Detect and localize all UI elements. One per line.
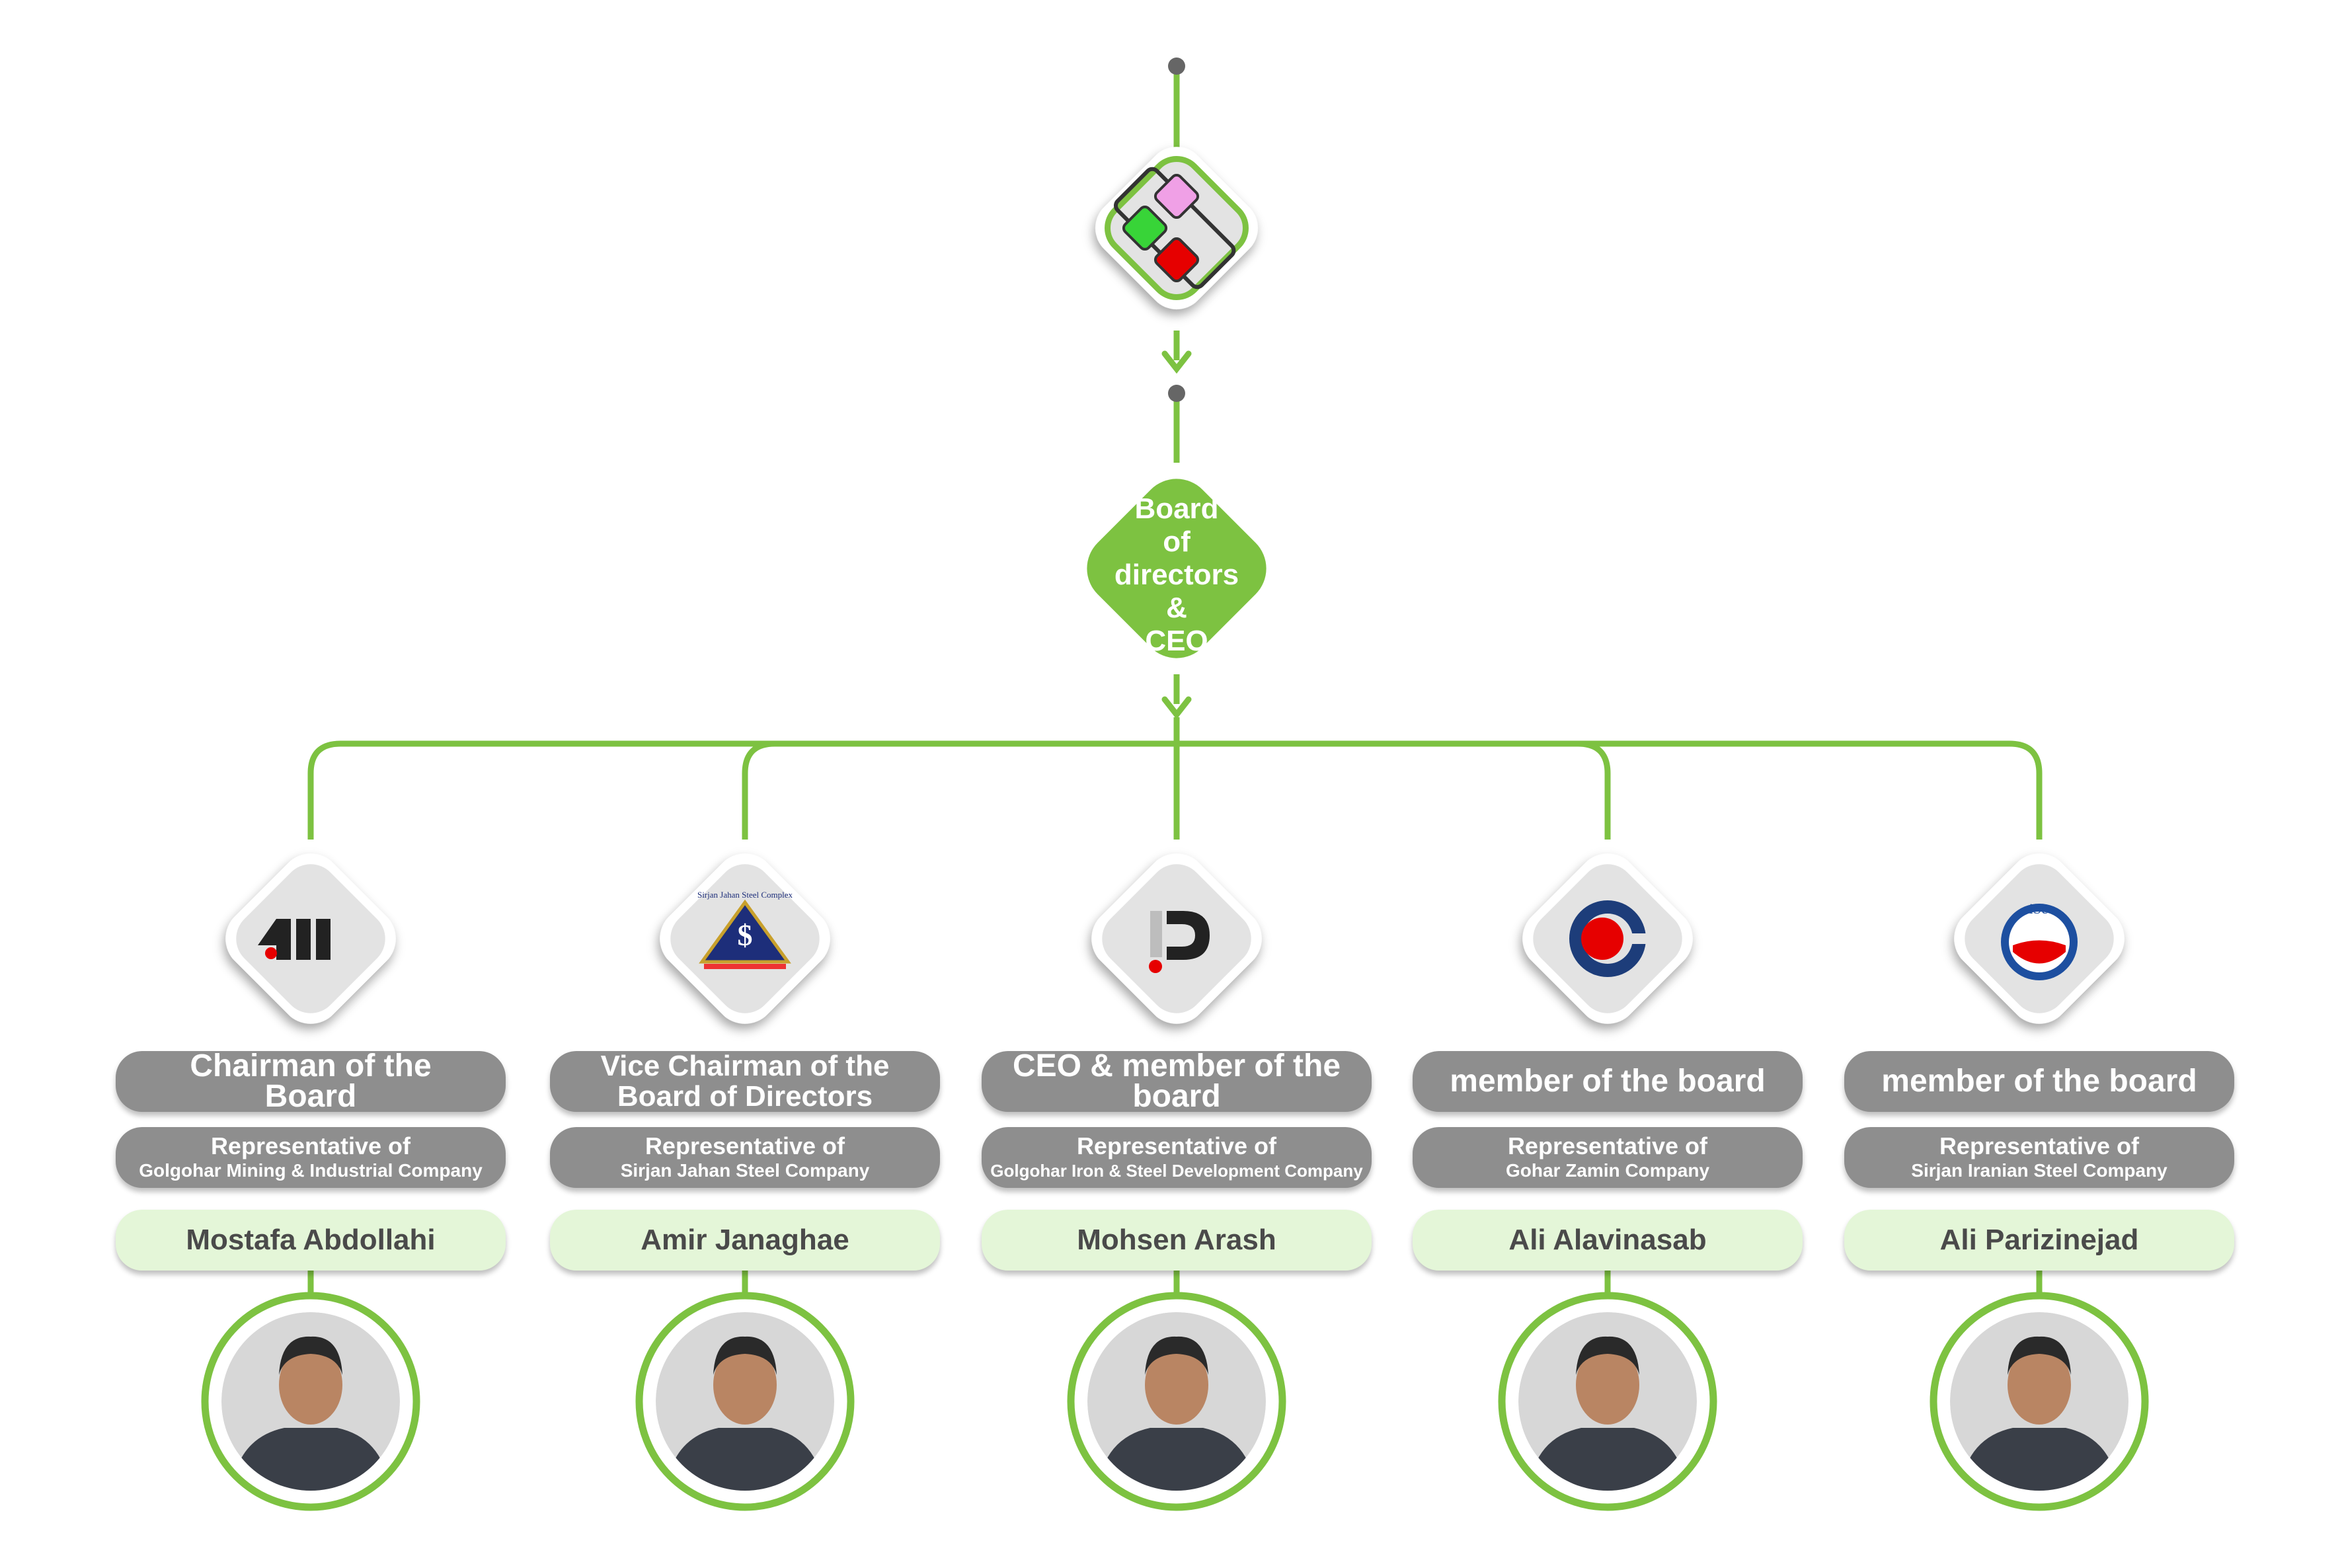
member-name: Amir Janaghae bbox=[550, 1210, 940, 1271]
person-photo bbox=[1498, 1292, 1717, 1511]
rep-company: Sirjan Jahan Steel Company bbox=[620, 1160, 870, 1181]
board-title-line: directors bbox=[1114, 559, 1239, 591]
member-logo-diamond bbox=[225, 853, 396, 1024]
sirjan-jahan-steel-logo-icon: $ Sirjan Jahan Steel Complex bbox=[697, 890, 793, 969]
rep-prefix: Representative of bbox=[644, 1132, 845, 1159]
rep-prefix: Representative of bbox=[1076, 1132, 1277, 1159]
member-graphics: $ Sirjan Jahan Steel Complex siSco bbox=[201, 853, 2149, 1511]
member-logo-diamond: $ Sirjan Jahan Steel Complex bbox=[660, 853, 830, 1024]
arrow-down-icon bbox=[1161, 696, 1192, 720]
member-logo-diamond: siSco bbox=[1954, 853, 2125, 1024]
connector-dot-top bbox=[1168, 58, 1185, 75]
member-role: CEO & member of the board bbox=[982, 1050, 1372, 1113]
member-name: Ali Alavinasab bbox=[1413, 1210, 1803, 1271]
company-logo-three-squares-icon bbox=[1113, 167, 1236, 290]
sisco-logo-icon: siSco bbox=[2001, 900, 2078, 980]
rep-company: Gohar Zamin Company bbox=[1505, 1160, 1710, 1181]
person-photo bbox=[635, 1292, 855, 1511]
svg-text:Sirjan Jahan Steel Complex: Sirjan Jahan Steel Complex bbox=[697, 890, 793, 900]
member-role: Vice Chairman of the Board of Directors bbox=[550, 1051, 940, 1112]
person-icon bbox=[1518, 1312, 1697, 1491]
rep-prefix: Representative of bbox=[210, 1132, 411, 1159]
golgohar-iron-steel-logo-icon bbox=[1149, 911, 1210, 973]
board-title-line: & bbox=[1166, 592, 1187, 624]
person-photo bbox=[1930, 1292, 2149, 1511]
svg-text:siSco: siSco bbox=[2023, 900, 2055, 917]
board-title-line: CEO bbox=[1145, 625, 1208, 657]
member-name: Mohsen Arash bbox=[982, 1210, 1372, 1271]
person-icon bbox=[1950, 1312, 2128, 1491]
branch-connectors bbox=[307, 717, 2043, 840]
rep-prefix: Representative of bbox=[1507, 1132, 1708, 1159]
board-title-line: Board bbox=[1134, 492, 1219, 525]
person-icon bbox=[1087, 1312, 1266, 1491]
person-icon bbox=[656, 1312, 834, 1491]
person-icon bbox=[221, 1312, 400, 1491]
golgohar-mining-logo-icon bbox=[258, 919, 331, 960]
rep-prefix: Representative of bbox=[1939, 1132, 2140, 1159]
member-name: Mostafa Abdollahi bbox=[116, 1210, 506, 1271]
arrow-down-icon bbox=[1161, 350, 1192, 374]
board-title-line: of bbox=[1163, 526, 1191, 558]
member-logo-diamond bbox=[1522, 853, 1693, 1024]
member-role: Chairman of the Board bbox=[116, 1050, 506, 1113]
rep-company: Golgohar Iron & Steel Development Compan… bbox=[990, 1161, 1363, 1181]
svg-text:$: $ bbox=[738, 918, 753, 952]
member-name: Ali Parizinejad bbox=[1844, 1210, 2234, 1271]
person-photo bbox=[201, 1292, 420, 1511]
gohar-zamin-logo-icon bbox=[1569, 900, 1651, 977]
board-title: Board of directors & CEO bbox=[1071, 476, 1282, 674]
rep-company: Golgohar Mining & Industrial Company bbox=[139, 1160, 483, 1181]
company-logo-diamond bbox=[1095, 147, 1258, 309]
board-diamond bbox=[1087, 479, 1267, 658]
person-photo bbox=[1067, 1292, 1286, 1511]
rep-company: Sirjan Iranian Steel Company bbox=[1911, 1160, 2167, 1181]
connector-dot-middle bbox=[1168, 385, 1185, 402]
member-logo-diamond bbox=[1091, 853, 1262, 1024]
member-role: member of the board bbox=[1844, 1051, 2234, 1112]
member-role: member of the board bbox=[1413, 1051, 1803, 1112]
